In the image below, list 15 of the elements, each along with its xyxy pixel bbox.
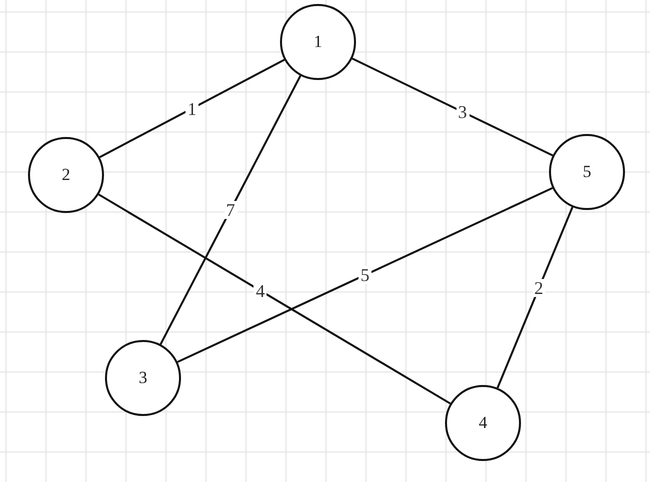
edge-label: 2 bbox=[532, 279, 546, 298]
node-circle bbox=[549, 134, 625, 210]
edge-label: 5 bbox=[358, 266, 372, 284]
connector-line bbox=[496, 206, 574, 388]
node-label: 5 bbox=[582, 162, 592, 182]
edge-label: 7 bbox=[224, 201, 237, 219]
connector-line bbox=[160, 75, 302, 345]
connector-line bbox=[177, 187, 553, 363]
node-label: 1 bbox=[314, 32, 322, 52]
connector-line bbox=[98, 194, 451, 404]
node-label: 3 bbox=[138, 368, 148, 388]
node-label: 2 bbox=[62, 165, 70, 185]
node-label: 4 bbox=[478, 413, 488, 433]
connector-line bbox=[99, 58, 285, 158]
connector-line bbox=[352, 58, 554, 156]
